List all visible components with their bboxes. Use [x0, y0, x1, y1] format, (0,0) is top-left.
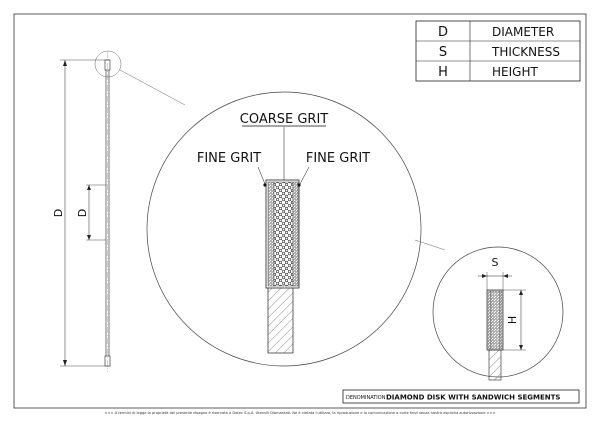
legend-table: D DIAMETER S THICKNESS H HEIGHT: [415, 20, 581, 82]
legend-label-height: HEIGHT: [492, 65, 538, 79]
title-block: DENOMINATION DIAMOND DISK WITH SANDWICH …: [342, 389, 580, 404]
footer-notice: <<< A termini di legge la proprietà del …: [104, 411, 495, 415]
sheet-border: [13, 13, 587, 409]
segment-detail-large: [263, 179, 301, 354]
dimension-d-outer: D: [52, 59, 105, 367]
fine-grit-left-label: FINE GRIT: [197, 151, 261, 166]
legend-label-diameter: DIAMETER: [492, 25, 554, 39]
dimension-h: H: [503, 289, 526, 351]
legend-symbol-d: D: [438, 25, 448, 40]
legend-label-thickness: THICKNESS: [491, 45, 560, 59]
detail-leader-line: [119, 69, 186, 106]
dim-d-inner-label: D: [76, 209, 89, 217]
legend-symbol-h: H: [438, 65, 448, 80]
fine-grit-right-label: FINE GRIT: [306, 151, 370, 166]
dim-h-label: H: [506, 316, 519, 324]
segment-detail-small: [486, 289, 504, 381]
disk-side-view: [104, 52, 111, 372]
dimension-d-inner: D: [76, 184, 106, 241]
denomination-value: DIAMOND DISK WITH SANDWICH SEGMENTS: [386, 394, 560, 402]
dim-d-outer-label: D: [52, 209, 65, 217]
main-detail-circle: [146, 91, 422, 367]
detail-leader-line-2: [414, 239, 446, 251]
detail-marker-circle: [94, 50, 122, 78]
coarse-grit-label: COARSE GRIT: [240, 112, 329, 127]
denomination-label: DENOMINATION: [346, 395, 386, 401]
dim-s-label: S: [492, 256, 499, 269]
dimension-s: S: [478, 256, 512, 290]
grit-callouts: COARSE GRIT FINE GRIT FINE GRIT: [197, 112, 370, 185]
legend-symbol-s: S: [439, 45, 447, 60]
